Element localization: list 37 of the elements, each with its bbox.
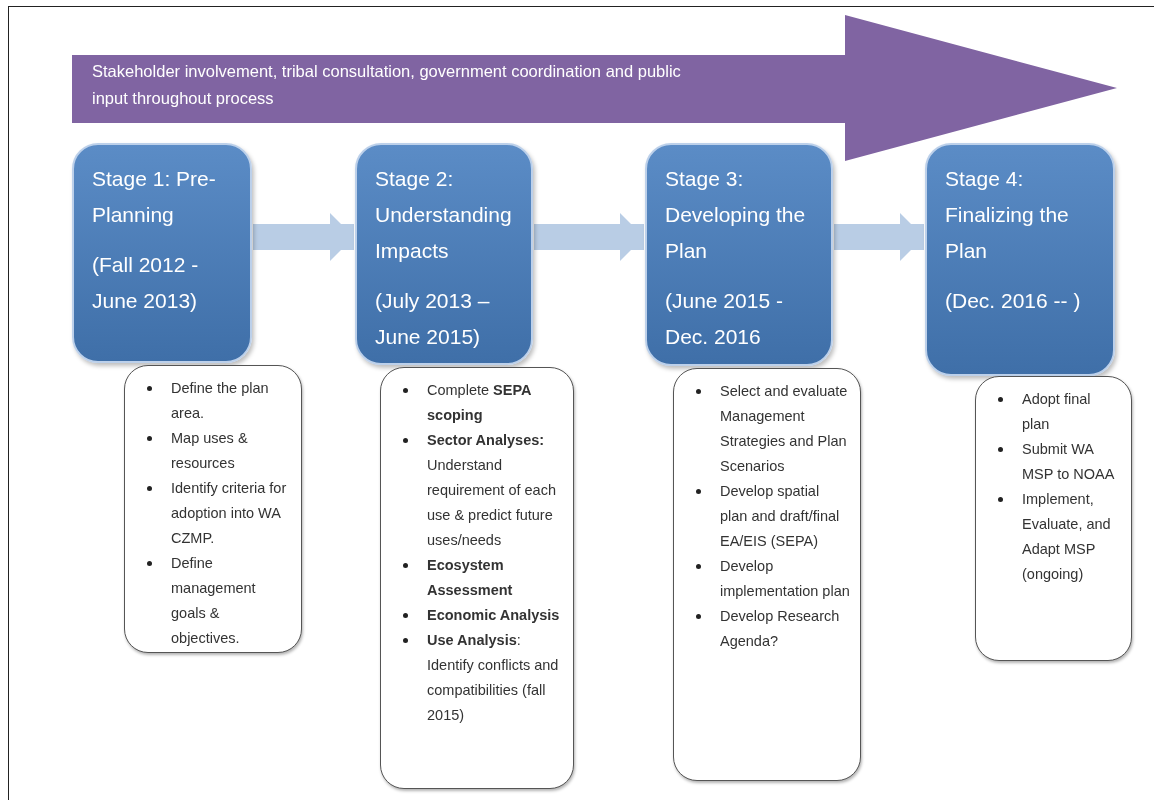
process-arrow — [72, 15, 1117, 161]
bullet-item: Submit WA MSP to NOAA — [1022, 441, 1115, 482]
date-range: (July 2013 – June 2015) — [375, 288, 491, 350]
arrow — [253, 213, 354, 261]
date-range: (Fall 2012 - June 2013) — [92, 252, 200, 314]
bullet-item: Define management goals & objectives. — [171, 555, 256, 646]
bullet-item: Sector Analyses: Understand requirement of each use & predict future uses/needs — [427, 432, 556, 548]
bullet-item: Use Analysis: Identify conflicts and compatibilities (fall 2015) — [427, 632, 559, 723]
bullet-item: Develop implementation plan — [720, 558, 850, 599]
bullet-item: Select and evaluate Management Strategies and Plan Scenarios — [720, 383, 848, 474]
bullet-item: Economic Analysis — [427, 607, 560, 623]
task-list-box — [380, 367, 574, 789]
bullet-item: Define the plan area. — [171, 380, 269, 421]
stage-title: Stage 4: Finalizing the Plan — [945, 166, 1070, 264]
stage-box — [925, 143, 1115, 376]
date-range: (June 2015 - Dec. 2016 — [665, 288, 784, 350]
bullet-item: Map uses & resources — [171, 430, 248, 471]
stage-title: Stage 3: Developing the Plan — [665, 166, 807, 264]
task-list-box — [975, 376, 1132, 661]
arrow — [534, 213, 644, 261]
bullet-item: Develop spatial plan and draft/final EA/EIS (SEPA) — [720, 483, 840, 549]
task-list-box — [124, 365, 302, 653]
arrow — [834, 213, 924, 261]
stage-title: Stage 1: Pre-Planning — [92, 166, 217, 228]
stage-title: Stage 2: Understanding Impacts — [375, 166, 513, 264]
task-list-box — [673, 368, 861, 781]
bullet-item: Complete SEPA scoping — [427, 382, 531, 423]
bullet-item: Adopt final plan — [1022, 391, 1091, 432]
stage-box — [355, 143, 533, 365]
bullet-item: Implement, Evaluate, and Adapt MSP (ongoing) — [1022, 491, 1111, 582]
banner-text: Stakeholder involvement, tribal consultation, government coordination and public input throughout process — [92, 61, 682, 109]
stage-box — [645, 143, 833, 366]
date-range: (Dec. 2016 -- ) — [945, 288, 1082, 314]
bullet-item: Identify criteria for adoption into WA CZMP. — [171, 480, 287, 546]
bullet-item: Ecosystem Assessment — [427, 557, 513, 598]
bullet-item: Develop Research Agenda? — [720, 608, 840, 649]
stage-box — [72, 143, 252, 363]
